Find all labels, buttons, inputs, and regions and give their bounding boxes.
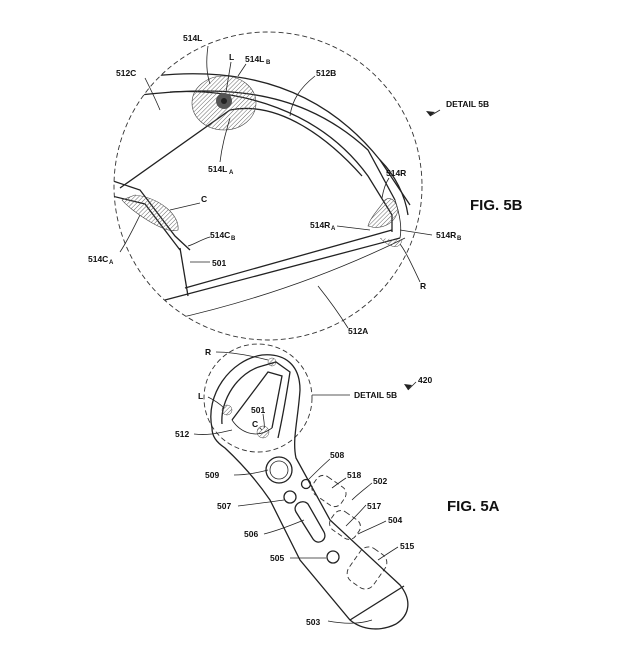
- label-514RA: 514R: [310, 220, 330, 230]
- label-514RA-sub: A: [331, 226, 336, 232]
- zone-518: [311, 474, 347, 508]
- controller-body: [210, 354, 409, 630]
- detail-circle-large: [113, 31, 423, 341]
- button-505: [326, 550, 340, 564]
- detail-5b-view: [113, 31, 441, 341]
- label-R-top: R: [420, 281, 426, 291]
- label-504: 504: [388, 515, 402, 525]
- label-502: 502: [373, 476, 387, 486]
- zone-514C-hatch: [121, 194, 179, 231]
- figure-5a-title: FIG. 5A: [447, 498, 500, 515]
- joystick-509: [265, 456, 293, 484]
- label-512: 512: [175, 429, 189, 439]
- label-420: 420: [418, 375, 432, 385]
- label-517: 517: [367, 501, 381, 511]
- button-507: [283, 490, 297, 504]
- detail-circle-small: [203, 343, 313, 453]
- label-L-bottom: L: [198, 391, 203, 401]
- label-515: 515: [400, 541, 414, 551]
- detail-5b-caption-bottom: DETAIL 5B: [354, 390, 397, 400]
- label-514CB-sub: B: [231, 236, 236, 242]
- sensor-L-small: [221, 404, 233, 416]
- sensor-R-small: [267, 357, 277, 367]
- trackpad-506: [294, 501, 326, 543]
- label-512B: 512B: [316, 68, 336, 78]
- label-506: 506: [244, 529, 258, 539]
- label-514RB-sub: B: [457, 236, 462, 242]
- zone-514R-hatch: [367, 198, 399, 228]
- label-501-bottom: 501: [251, 405, 265, 415]
- label-508: 508: [330, 450, 344, 460]
- zone-517: [329, 510, 361, 540]
- label-L: L: [229, 52, 234, 62]
- label-514CA-sub: A: [109, 260, 114, 266]
- sensor-C-small: [256, 425, 270, 439]
- button-508: [300, 478, 312, 490]
- label-505: 505: [270, 553, 284, 563]
- zone-515: [346, 546, 388, 590]
- label-503: 503: [306, 617, 320, 627]
- label-501-top: 501: [212, 258, 226, 268]
- label-514L: 514L: [183, 33, 202, 43]
- label-514CA: 514C: [88, 254, 108, 264]
- label-514CB: 514C: [210, 230, 230, 240]
- label-514RB: 514R: [436, 230, 456, 240]
- label-512C: 512C: [116, 68, 136, 78]
- label-518: 518: [347, 470, 361, 480]
- label-C-top: C: [201, 194, 207, 204]
- label-507: 507: [217, 501, 231, 511]
- label-514R: 514R: [386, 168, 406, 178]
- label-514LB: 514L: [245, 54, 264, 64]
- label-514LB-sub: B: [266, 60, 271, 66]
- label-509: 509: [205, 470, 219, 480]
- label-514LA-sub: A: [229, 170, 234, 176]
- label-514LA: 514L: [208, 164, 227, 174]
- detail-5b-caption-top: DETAIL 5B: [446, 99, 489, 109]
- controller-5a-view: [193, 343, 417, 630]
- label-512A: 512A: [348, 326, 368, 336]
- figure-5b-title: FIG. 5B: [470, 197, 523, 214]
- label-C-bottom: C: [252, 419, 258, 429]
- label-R-bottom: R: [205, 347, 211, 357]
